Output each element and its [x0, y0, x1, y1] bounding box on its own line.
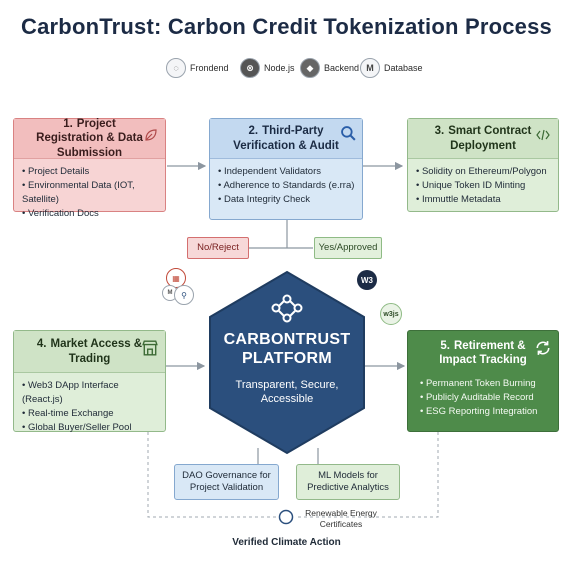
- step-number: 3.: [434, 125, 445, 138]
- step-number: 4.: [36, 338, 47, 351]
- step-4-list: Web3 DApp Interface (React.js) Real-time…: [22, 379, 161, 435]
- platform-subtitle: Transparent, Secure, Accessible: [235, 379, 339, 405]
- list-item: Global Buyer/Seller Pool: [22, 421, 161, 435]
- approve-label: Yes/Approved: [314, 237, 382, 259]
- list-item: Web3 DApp Interface (React.js): [22, 379, 161, 407]
- step-1-card: 1.Project Registration & Data Submission…: [13, 117, 166, 219]
- platform-center: CARBONTRUST PLATFORM Transparent, Secure…: [200, 330, 374, 406]
- step-3-list: Solidity on Ethereum/Polygon Unique Toke…: [416, 165, 554, 207]
- legend-label: Frondend: [190, 63, 229, 73]
- step-3-card: 3.Smart Contract Deployment Solidity on …: [407, 118, 559, 212]
- step-number: 1.: [63, 117, 73, 130]
- list-item: Adherence to Standards (e.rra): [218, 179, 358, 193]
- nodes-badge-icon: ⚲: [174, 285, 194, 305]
- step-2-header: 2.Third-Party Verification & Audit: [210, 119, 362, 159]
- leaf-icon: [145, 129, 157, 141]
- list-item: Data Integrity Check: [218, 193, 358, 207]
- legend-item: M Database: [360, 58, 423, 78]
- footer-caption: Verified Climate Action: [232, 537, 341, 548]
- refresh-icon: [536, 341, 550, 355]
- step-5-card: 5.Retirement & Impact Tracking Permanent…: [407, 330, 559, 432]
- platform-title-line2: PLATFORM: [241, 350, 333, 367]
- list-item: Project Details: [22, 165, 161, 179]
- backend-icon: ◆: [300, 58, 320, 78]
- step-1-list: Project Details Environmental Data (IOT,…: [22, 165, 161, 221]
- step-number: 5.: [440, 339, 450, 352]
- certificate-icon: [278, 509, 294, 525]
- list-item: Verification Docs: [22, 207, 161, 221]
- platform-title-line1: CARBONTRUST: [223, 331, 351, 348]
- tech-legend: ◌ Frondend ⊗ Node.js ◆ Backend M Databas…: [0, 56, 573, 80]
- step-title: Retirement & Impact Tracking: [439, 339, 527, 366]
- platform-hexagon: [209, 270, 365, 455]
- step-title: Third-Party Verification & Audit: [233, 125, 339, 152]
- step-number: 2.: [248, 125, 259, 138]
- legend-label: Backend: [324, 63, 360, 73]
- list-item: Real-time Exchange: [22, 407, 161, 421]
- list-item: ESG Reporting Integration: [420, 405, 554, 419]
- database-icon: M: [360, 58, 380, 78]
- list-item: Independent Validators: [218, 165, 358, 179]
- step-title: Project Registration & Data Submission: [36, 117, 143, 159]
- step-title: Smart Contract Deployment: [448, 125, 532, 152]
- step-4-card: 4.Market Access & Trading Web3 DApp Inte…: [13, 330, 166, 435]
- ml-models-box: ML Models for Predictive Analytics: [296, 464, 400, 500]
- list-item: Immuttle Metadata: [416, 193, 554, 207]
- list-item: Unique Token ID Minting: [416, 179, 554, 193]
- nodejs-icon: ⊗: [240, 58, 260, 78]
- step-2-list: Independent Validators Adherence to Stan…: [218, 165, 358, 207]
- list-item: Environmental Data (IOT, Satellite): [22, 179, 161, 207]
- step-5-header: 5.Retirement & Impact Tracking: [408, 331, 558, 375]
- legend-item: ◆ Backend: [300, 58, 359, 78]
- w3-badge: W3: [357, 270, 377, 290]
- w3js-badge: w3js: [380, 303, 402, 325]
- dao-governance-box: DAO Governance for Project Validation: [174, 464, 279, 500]
- platform-logo-icon: [271, 294, 303, 323]
- step-3-header: 3.Smart Contract Deployment: [408, 119, 558, 159]
- step-4-header: 4.Market Access & Trading: [14, 331, 165, 373]
- renewable-text: Renewable Energy Certificates: [305, 508, 377, 529]
- list-item: Publicly Auditable Record: [420, 391, 554, 405]
- renewable-energy-label: Renewable Energy Certificates: [298, 508, 384, 530]
- frontend-icon: ◌: [166, 58, 186, 78]
- page-title: CarbonTrust: Carbon Credit Tokenization …: [21, 14, 552, 39]
- storefront-icon: [142, 340, 158, 356]
- step-2-card: 2.Third-Party Verification & Audit Indep…: [209, 118, 363, 220]
- step-1-header: 1.Project Registration & Data Submission: [14, 117, 165, 159]
- code-icon: [536, 129, 550, 141]
- reject-label: No/Reject: [187, 237, 249, 259]
- legend-label: Node.js: [264, 63, 295, 73]
- step-5-list: Permanent Token Burning Publicly Auditab…: [420, 377, 554, 419]
- legend-item: ⊗ Node.js: [240, 58, 295, 78]
- legend-item: ◌ Frondend: [166, 58, 229, 78]
- step-title: Market Access & Trading: [50, 338, 143, 365]
- magnifier-icon: [341, 126, 356, 141]
- legend-label: Database: [384, 63, 423, 73]
- list-item: Solidity on Ethereum/Polygon: [416, 165, 554, 179]
- list-item: Permanent Token Burning: [420, 377, 554, 391]
